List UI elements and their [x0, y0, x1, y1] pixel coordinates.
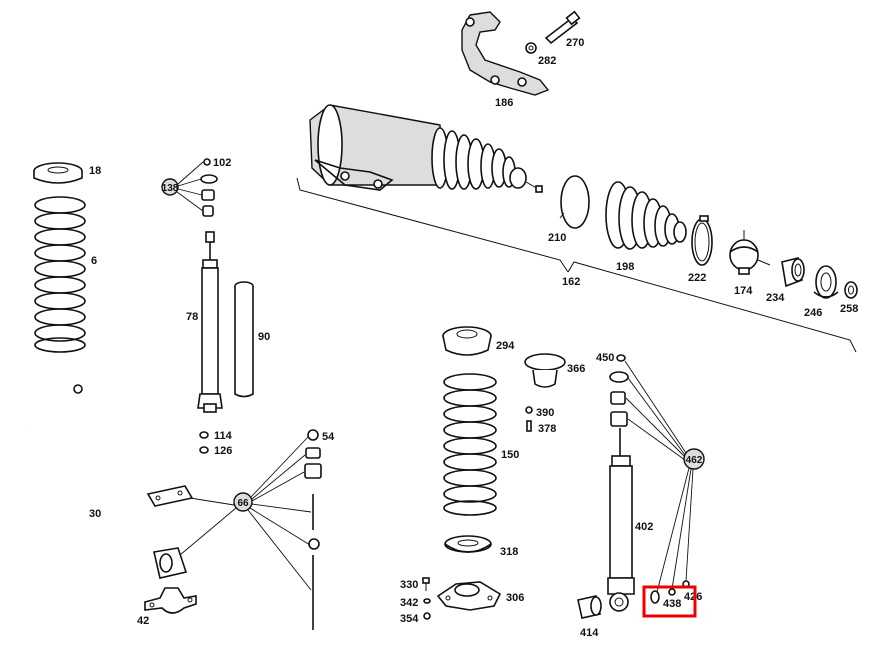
nut-258[interactable]	[844, 281, 858, 299]
label-150: 150	[501, 449, 519, 461]
ball-joint-174[interactable]	[729, 230, 771, 275]
label-102: 102	[213, 157, 231, 169]
washer-342[interactable]	[423, 598, 431, 604]
label-78: 78	[186, 311, 198, 323]
label-330: 330	[400, 579, 418, 591]
label-270: 270	[566, 37, 584, 49]
spring-pad-318[interactable]	[444, 535, 492, 553]
nut-126[interactable]	[199, 446, 209, 454]
callout-462: 462	[624, 360, 705, 593]
label-210: 210	[548, 232, 566, 244]
label-414: 414	[580, 627, 599, 639]
washer-114[interactable]	[199, 431, 209, 439]
rubber-bushing[interactable]	[153, 547, 188, 579]
label-390: 390	[536, 407, 554, 419]
bracket-line-162	[296, 177, 857, 353]
bolt-270[interactable]	[544, 10, 581, 45]
label-366: 366	[567, 363, 585, 375]
snap-ring-210[interactable]	[559, 175, 590, 229]
cup-246[interactable]	[813, 265, 839, 299]
axle-tube-assembly[interactable]	[309, 104, 543, 193]
label-294: 294	[496, 340, 515, 352]
bushing-414[interactable]	[577, 595, 602, 619]
shock-absorber-78[interactable]	[197, 231, 223, 413]
label-282: 282	[538, 55, 556, 67]
label-6: 6	[91, 255, 97, 267]
bolt-330[interactable]	[422, 577, 430, 591]
svg-text:66: 66	[237, 498, 249, 509]
nut-354[interactable]	[423, 612, 431, 620]
label-258: 258	[840, 303, 858, 315]
label-162: 162	[562, 276, 580, 288]
sleeve-90[interactable]	[234, 281, 254, 398]
shock-parts-462[interactable]	[609, 354, 629, 427]
label-18: 18	[89, 165, 101, 177]
label-90: 90	[258, 331, 270, 343]
highlight-box	[642, 585, 697, 618]
svg-text:462: 462	[686, 455, 703, 466]
label-438: 438	[663, 598, 681, 610]
sway-bar-30[interactable]	[18, 384, 320, 550]
label-186: 186	[495, 97, 513, 109]
label-378: 378	[538, 423, 556, 435]
label-54: 54	[322, 431, 335, 443]
rubber-mount-366[interactable]	[524, 353, 566, 388]
svg-text:138: 138	[162, 183, 179, 194]
bellows-boot	[431, 127, 543, 193]
label-318: 318	[500, 546, 518, 558]
callout-66: 66	[179, 436, 312, 591]
label-30: 30	[89, 508, 101, 520]
bushing-234[interactable]	[781, 257, 805, 288]
label-174: 174	[734, 285, 753, 297]
mount-plate-306[interactable]	[436, 581, 502, 611]
label-306: 306	[506, 592, 524, 604]
coil-spring-6[interactable]	[34, 196, 86, 353]
link-hardware-54[interactable]	[304, 429, 322, 630]
label-342: 342	[400, 597, 418, 609]
label-222: 222	[688, 272, 706, 284]
label-450: 450	[596, 352, 614, 364]
label-354: 354	[400, 613, 419, 625]
bracket-186[interactable]	[461, 11, 550, 96]
spring-seat-294[interactable]	[442, 326, 492, 356]
bolt-378[interactable]	[526, 420, 532, 432]
boot-198[interactable]	[605, 181, 687, 250]
spring-seat-18[interactable]	[33, 162, 83, 184]
coil-spring-150[interactable]	[443, 373, 497, 516]
label-114: 114	[214, 430, 233, 442]
label-426: 426	[684, 591, 702, 603]
washer-438[interactable]	[650, 590, 660, 604]
label-402: 402	[635, 521, 653, 533]
label-198: 198	[616, 261, 634, 273]
shock-absorber-402[interactable]	[607, 428, 635, 612]
label-126: 126	[214, 445, 232, 457]
clamp-42[interactable]	[144, 587, 197, 614]
label-234: 234	[766, 292, 785, 304]
label-246: 246	[804, 307, 822, 319]
label-42: 42	[137, 615, 149, 627]
mount-plate[interactable]	[146, 485, 194, 507]
callout-138: 138	[161, 161, 204, 212]
bolt-390[interactable]	[525, 406, 533, 414]
washer-282[interactable]	[525, 42, 537, 54]
clamp-222[interactable]	[691, 215, 713, 266]
